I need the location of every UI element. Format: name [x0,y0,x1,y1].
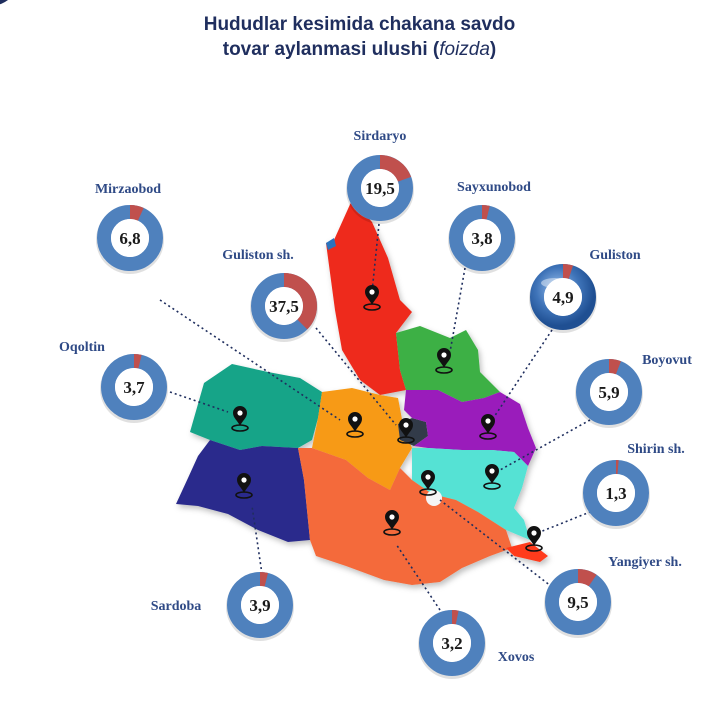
map-pin-icon-boyovut [483,464,501,490]
data-label-sardoba: 3,9 [249,596,270,615]
donut-mirzaobod: 6,8 [96,205,164,274]
leader-line-sardoba [251,505,263,575]
data-label-guliston-sh: 37,5 [269,297,299,316]
district-label-sirdaryo: Sirdaryo [354,129,407,144]
district-yangiyer-sh [506,542,548,562]
map-pin-icon-yangiyer-sh [419,470,437,496]
leader-line-oqoltin [169,391,229,413]
map-pin-icon-guliston [479,414,497,440]
data-label-guliston: 4,9 [552,288,573,307]
leader-line-guliston [491,329,553,421]
district-label-oqoltin: Oqoltin [59,340,105,355]
district-label-guliston-sh: Guliston sh. [222,248,294,263]
map-pin-icon-sirdaryo [363,285,381,311]
data-label-boyovut: 5,9 [598,383,619,402]
data-label-oqoltin: 3,7 [123,378,145,397]
data-label-xovos: 3,2 [441,634,462,653]
title-line-2: tovar aylanmasi ulushi (foizda) [0,37,719,62]
donut-share-slice-sirdaryo [347,155,413,221]
donut-charts: 19,5 Sirdaryo 6,8 Mirzaobod 3,8 Sayxunobod 37,… [59,129,692,679]
district-label-shirin-sh: Shirin sh. [627,442,685,457]
donut-share-slice-guliston [530,264,596,330]
district-oqoltin [190,364,322,450]
donut-share-slice-oqoltin [101,354,167,420]
district-xovos [298,448,512,585]
donut-share-slice-yangiyer-sh [545,569,611,635]
district-guliston [404,390,536,466]
leader-line-guliston-sh [315,327,397,426]
donut-share-slice-mirzaobod [97,205,163,271]
map-pin-icon-guliston-sh [397,418,415,444]
leader-line-boyovut [499,419,591,471]
data-label-sayxunobod: 3,8 [471,229,492,248]
donut-oqoltin: 3,7 [100,354,168,423]
title-paren-close: ) [489,39,497,60]
district-label-yangiyer-sh: Yangiyer sh. [608,555,682,570]
donut-sirdaryo: 19,5 [346,155,414,224]
location-pins [231,285,543,552]
district-label-sayxunobod: Sayxunobod [457,180,531,195]
map-pin-icon-mirzaobod [346,412,364,438]
district-label-guliston: Guliston [589,248,641,263]
donut-guliston-sh: 37,5 [250,273,318,342]
district-sardoba [176,440,310,542]
map-pin-icon-shirin-sh [525,526,543,552]
map-pin-icon-sayxunobod [435,348,453,374]
donut-xovos: 3,2 [418,610,486,679]
donut-share-slice-guliston-sh [251,273,317,339]
data-label-mirzaobod: 6,8 [119,229,140,248]
map-pin-icon-xovos [383,510,401,536]
donut-sayxunobod: 3,8 [448,205,516,274]
title-line-2-main: tovar aylanmasi ulushi [222,39,428,60]
leader-line-sirdaryo [371,213,381,293]
district-label-sardoba: Sardoba [151,599,202,614]
map-pin-icon-sardoba [235,473,253,499]
donut-share-slice-sayxunobod [449,205,515,271]
data-label-sirdaryo: 19,5 [365,179,395,198]
donut-boyovut: 5,9 [575,359,643,428]
donut-share-slice-sardoba [227,572,293,638]
leader-line-sayxunobod [449,267,466,353]
data-label-yangiyer-sh: 9,5 [567,593,588,612]
donut-yangiyer-sh: 9,5 [544,569,612,638]
donut-shirin-sh: 1,3 [582,460,650,529]
district-enclave [426,490,442,506]
leader-line-mirzaobod [159,299,341,421]
title-unit: foizda [439,39,490,60]
data-label-shirin-sh: 1,3 [605,484,626,503]
map-pin-icon-oqoltin [231,406,249,432]
district-sayxunobod [396,326,500,402]
district-label-boyovut: Boyovut [642,353,692,368]
district-label-xovos: Xovos [498,650,535,665]
leader-line-xovos [395,543,441,611]
district-label-mirzaobod: Mirzaobod [95,182,161,197]
title-paren-open: ( [427,39,440,60]
donut-share-slice-boyovut [576,359,642,425]
donut-share-slice-xovos [419,610,485,676]
district-shirin-sh [326,238,336,250]
chart-title: Hududlar kesimida chakana savdo tovar ay… [0,12,719,62]
donut-sardoba: 3,9 [226,572,294,641]
donut-guliston: 4,9 [529,264,597,333]
donut-share-slice-shirin-sh [583,460,649,526]
district-boyovut [412,448,530,540]
title-line-1: Hududlar kesimida chakana savdo [203,14,516,35]
